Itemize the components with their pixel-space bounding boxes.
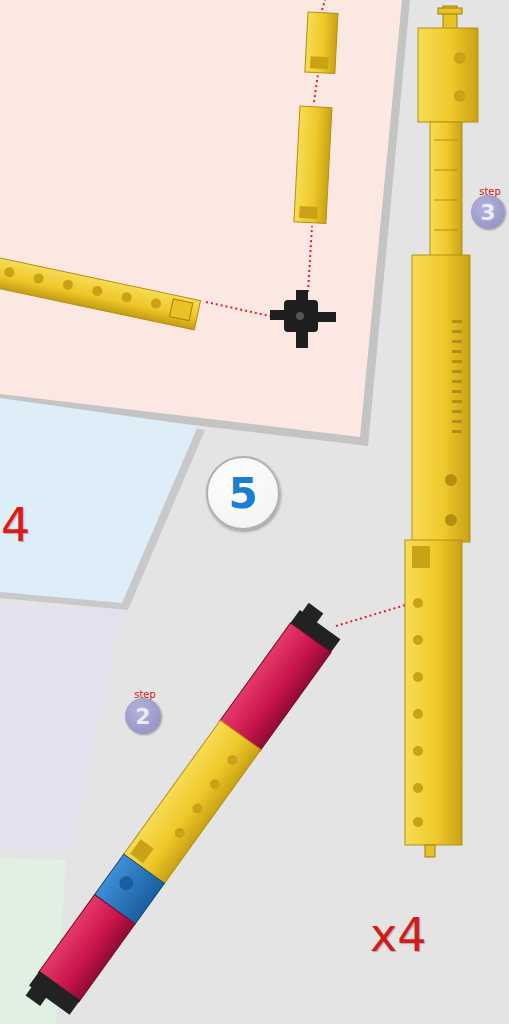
blue-panel	[0, 398, 198, 603]
vertical-beam	[405, 6, 478, 857]
panel-shadows	[0, 0, 410, 610]
pink-panel	[0, 0, 402, 437]
black-connector	[270, 290, 336, 348]
badge-text: 5	[228, 469, 257, 518]
short-beam	[294, 106, 332, 224]
big-label: x4	[370, 908, 427, 962]
diagonal-rod	[23, 601, 347, 1023]
dotted-guides	[206, 0, 412, 626]
badge-text: step	[134, 689, 156, 700]
big-label: 4	[1, 498, 30, 552]
badge-text: 3	[480, 200, 495, 225]
lavender-panel	[0, 606, 122, 852]
badge-text: step	[479, 186, 501, 197]
horizontal-beam	[0, 256, 201, 330]
badge-text: 2	[135, 704, 150, 729]
step-badge: step3	[471, 195, 505, 229]
callout-circle: 5	[206, 456, 280, 530]
short-block	[305, 12, 338, 73]
step-badge: step2	[125, 698, 161, 734]
